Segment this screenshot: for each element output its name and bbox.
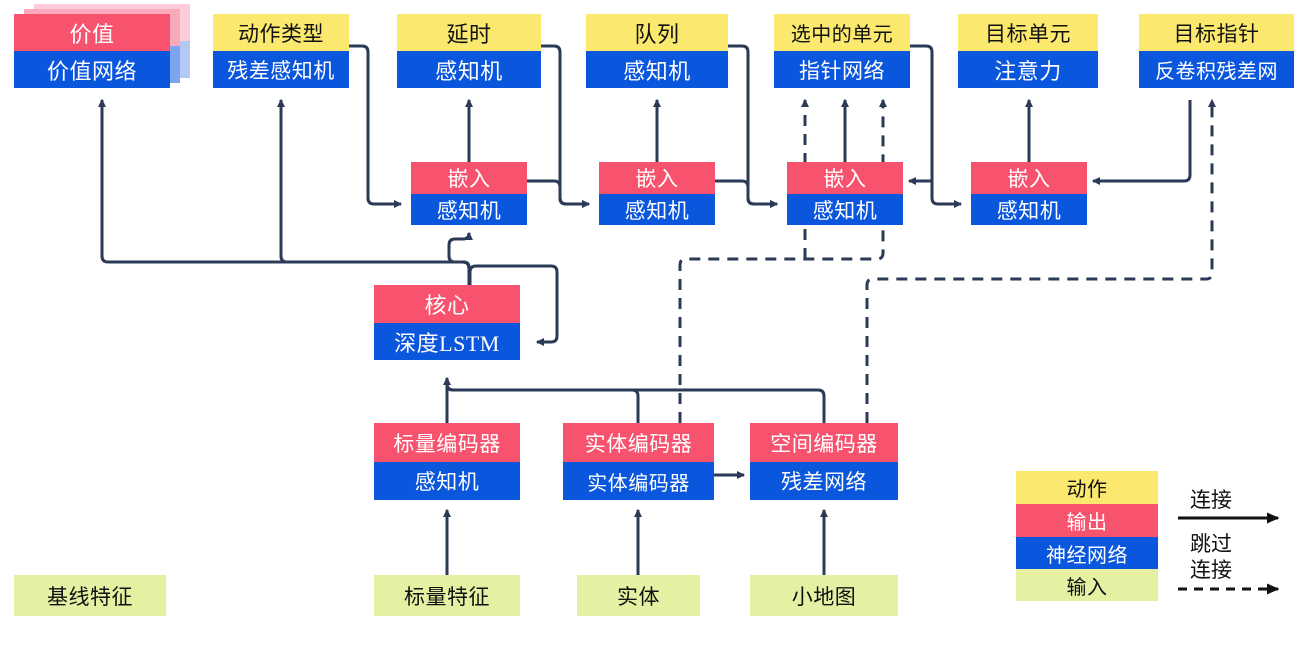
input-minimap-label: 小地图 <box>750 575 898 616</box>
wire-skip-spatial-to-target-pointer <box>865 98 1217 423</box>
input-scalar-features-label: 标量特征 <box>374 575 520 616</box>
head-target-point-network-label: 反卷积残差网 <box>1139 51 1294 88</box>
head-target-unit[interactable]: 目标单元 注意力 <box>958 14 1098 88</box>
embed-1-output-label: 嵌入 <box>411 162 527 194</box>
scalar-encoder-output-label: 标量编码器 <box>374 423 520 462</box>
embed-1[interactable]: 嵌入 感知机 <box>411 162 527 225</box>
head-target-unit-network-label: 注意力 <box>958 51 1098 88</box>
head-delay-action-label: 延时 <box>397 14 541 51</box>
legend-skip-text-line1: 跳过 <box>1190 532 1232 556</box>
input-baseline-features[interactable]: 基线特征 <box>14 575 166 616</box>
embed-2-network-label: 感知机 <box>599 194 715 225</box>
spatial-encoder-output-label: 空间编码器 <box>750 423 898 462</box>
embed-3-output-label: 嵌入 <box>787 162 903 194</box>
legend-swatches: 动作 输出 神经网络 输入 <box>1016 471 1158 601</box>
entity-encoder-network-label: 实体编码器 <box>563 462 714 500</box>
wire-target-pointer-to-embed4 <box>1091 100 1192 186</box>
input-entities[interactable]: 实体 <box>577 575 700 616</box>
input-minimap[interactable]: 小地图 <box>750 575 898 616</box>
embed-4[interactable]: 嵌入 感知机 <box>971 162 1087 225</box>
head-selected-units[interactable]: 选中的单元 指针网络 <box>774 14 910 88</box>
legend-action-label: 动作 <box>1016 471 1158 504</box>
input-entities-label: 实体 <box>577 575 700 616</box>
wire-action-type-to-embed1 <box>349 44 403 209</box>
input-baseline-features-label: 基线特征 <box>14 575 166 616</box>
spatial-encoder-network-label: 残差网络 <box>750 462 898 500</box>
core-block[interactable]: 核心 深度LSTM <box>374 285 520 360</box>
head-value-network-label: 价值网络 <box>14 51 170 88</box>
embed-4-network-label: 感知机 <box>971 194 1087 225</box>
wire-spatial-encoder-to-core <box>445 378 826 423</box>
legend-connection-label: 连接 <box>1190 484 1232 514</box>
embed-2[interactable]: 嵌入 感知机 <box>599 162 715 225</box>
wire-core-out-stub <box>469 360 475 378</box>
head-action-type[interactable]: 动作类型 残差感知机 <box>213 14 349 88</box>
head-delay-network-label: 感知机 <box>397 51 541 88</box>
spatial-encoder[interactable]: 空间编码器 残差网络 <box>750 423 898 500</box>
core-output-label: 核心 <box>374 285 520 323</box>
entity-encoder[interactable]: 实体编码器 实体编码器 <box>563 423 714 500</box>
legend-input-label: 输入 <box>1016 569 1158 601</box>
embed-4-output-label: 嵌入 <box>971 162 1087 194</box>
legend-skip-label: 跳过 连接 <box>1190 531 1232 583</box>
scalar-encoder[interactable]: 标量编码器 感知机 <box>374 423 520 500</box>
embed-1-network-label: 感知机 <box>411 194 527 225</box>
wire-embed2-to-embed3 <box>715 179 779 209</box>
head-delay[interactable]: 延时 感知机 <box>397 14 541 88</box>
entity-encoder-output-label: 实体编码器 <box>563 423 714 462</box>
core-network-label: 深度LSTM <box>374 323 520 360</box>
head-target-point-action-label: 目标指针 <box>1139 14 1294 51</box>
wire-skip-entity-to-target-unit <box>678 98 888 423</box>
head-value-action-label: 价值 <box>14 14 170 51</box>
wire-entity-encoder-to-core <box>445 378 640 423</box>
head-selected-units-network-label: 指针网络 <box>774 51 910 88</box>
head-queued-action-label: 队列 <box>586 14 728 51</box>
embed-3-network-label: 感知机 <box>787 194 903 225</box>
legend-connection-text: 连接 <box>1190 488 1232 512</box>
head-action-type-action-label: 动作类型 <box>213 14 349 51</box>
legend-output-label: 输出 <box>1016 504 1158 537</box>
head-target-point[interactable]: 目标指针 反卷积残差网 <box>1139 14 1294 88</box>
head-queued-network-label: 感知机 <box>586 51 728 88</box>
head-target-unit-action-label: 目标单元 <box>958 14 1098 51</box>
legend-skip-text-line2: 连接 <box>1190 558 1232 582</box>
input-scalar-features[interactable]: 标量特征 <box>374 575 520 616</box>
wire-queued-to-embed3 <box>728 44 779 209</box>
embed-2-output-label: 嵌入 <box>599 162 715 194</box>
embed-3[interactable]: 嵌入 感知机 <box>787 162 903 225</box>
head-queued[interactable]: 队列 感知机 <box>586 14 728 88</box>
head-selected-units-action-label: 选中的单元 <box>774 14 910 51</box>
legend-network-label: 神经网络 <box>1016 537 1158 569</box>
wire-selected-to-embed4 <box>910 44 963 209</box>
wire-delay-to-embed2 <box>541 44 591 209</box>
wire-skip-entity-branch <box>680 253 856 423</box>
wire-embed1-to-embed2 <box>527 179 591 209</box>
wire-core-to-embed1 <box>447 231 474 285</box>
scalar-encoder-network-label: 感知机 <box>374 462 520 500</box>
head-action-type-network-label: 残差感知机 <box>213 51 349 88</box>
head-value[interactable]: 价值 价值网络 <box>14 14 170 88</box>
